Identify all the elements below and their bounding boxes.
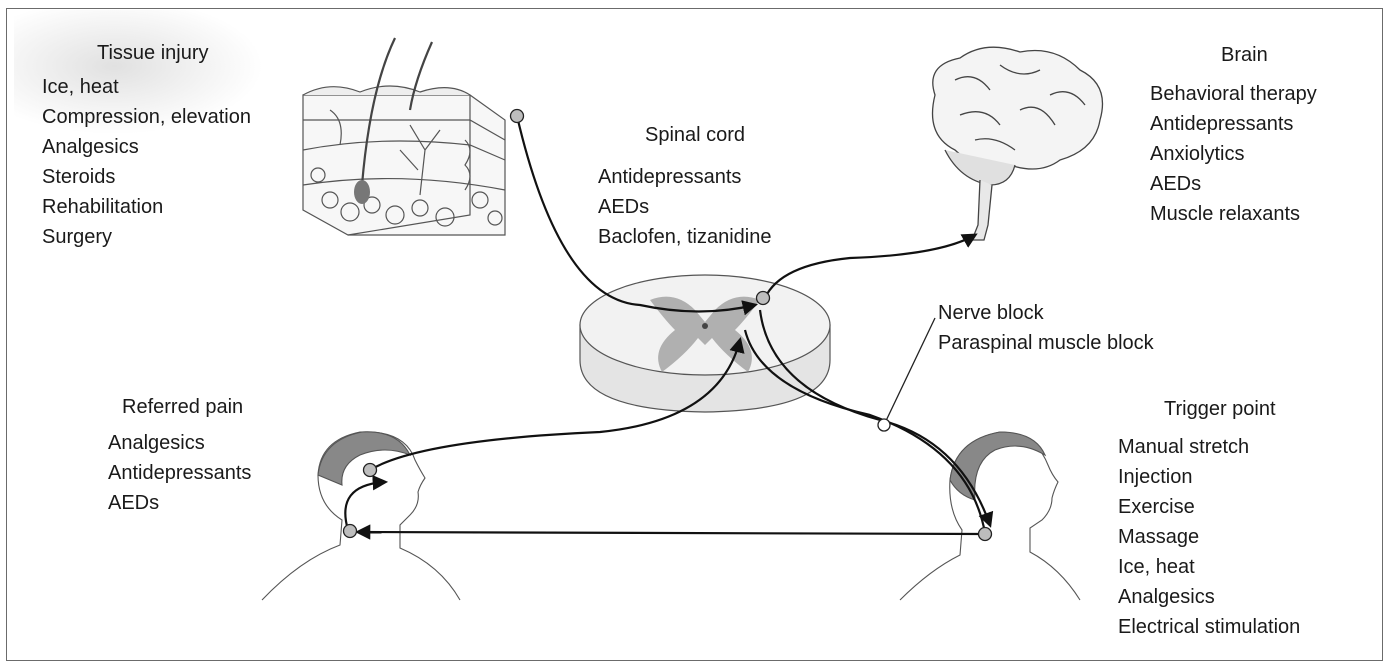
list-item: Rehabilitation bbox=[42, 192, 251, 222]
list-item: Injection bbox=[1118, 462, 1300, 492]
tissue-node bbox=[511, 110, 524, 123]
list-item: Exercise bbox=[1118, 492, 1300, 522]
list-item: Ice, heat bbox=[1118, 552, 1300, 582]
cord-to-brain-pathway bbox=[765, 235, 975, 298]
trigger-to-referred-pathway bbox=[358, 532, 983, 534]
list-item: Massage bbox=[1118, 522, 1300, 552]
list-item: Muscle relaxants bbox=[1150, 199, 1317, 229]
list-item: Antidepressants bbox=[108, 458, 251, 488]
nerve-block-list: Nerve block Paraspinal muscle block bbox=[938, 298, 1154, 358]
spinal-cord-title: Spinal cord bbox=[645, 120, 745, 150]
list-item: Analgesics bbox=[108, 428, 251, 458]
trigger-point-node bbox=[979, 528, 992, 541]
list-item: Surgery bbox=[42, 222, 251, 252]
tissue-injury-title: Tissue injury bbox=[97, 38, 209, 68]
referred-head-node bbox=[364, 464, 377, 477]
brain-list: Behavioral therapy Antidepressants Anxio… bbox=[1150, 79, 1317, 229]
referred-pain-list: Analgesics Antidepressants AEDs bbox=[108, 428, 251, 518]
referred-neck-node bbox=[344, 525, 357, 538]
list-item: Behavioral therapy bbox=[1150, 79, 1317, 109]
list-item: AEDs bbox=[598, 192, 771, 222]
referred-pain-title: Referred pain bbox=[122, 392, 243, 422]
list-item: Paraspinal muscle block bbox=[938, 328, 1154, 358]
list-item: Baclofen, tizanidine bbox=[598, 222, 771, 252]
spinal-cord-node bbox=[757, 292, 770, 305]
list-item: Ice, heat bbox=[42, 72, 251, 102]
list-item: Antidepressants bbox=[1150, 109, 1317, 139]
nerve-block-pointer bbox=[884, 318, 935, 425]
trigger-point-title: Trigger point bbox=[1164, 394, 1276, 424]
left-head-illustration bbox=[262, 432, 460, 600]
list-item: Anxiolytics bbox=[1150, 139, 1317, 169]
spinal-cord-illustration bbox=[580, 275, 830, 412]
hair-follicle bbox=[354, 180, 370, 204]
trigger-point-list: Manual stretch Injection Exercise Massag… bbox=[1118, 432, 1300, 642]
referred-arrow bbox=[345, 482, 385, 530]
tissue-injury-list: Ice, heat Compression, elevation Analges… bbox=[42, 72, 251, 252]
list-item: Electrical stimulation bbox=[1118, 612, 1300, 642]
list-item: AEDs bbox=[1150, 169, 1317, 199]
list-item: Nerve block bbox=[938, 298, 1154, 328]
list-item: Manual stretch bbox=[1118, 432, 1300, 462]
right-head-illustration bbox=[900, 432, 1080, 600]
list-item: Antidepressants bbox=[598, 162, 771, 192]
list-item: Compression, elevation bbox=[42, 102, 251, 132]
list-item: AEDs bbox=[108, 488, 251, 518]
brain-illustration bbox=[933, 47, 1103, 240]
skin-tissue-illustration bbox=[303, 86, 505, 235]
list-item: Analgesics bbox=[42, 132, 251, 162]
brain-title: Brain bbox=[1221, 40, 1268, 70]
list-item: Steroids bbox=[42, 162, 251, 192]
spinal-cord-list: Antidepressants AEDs Baclofen, tizanidin… bbox=[598, 162, 771, 252]
list-item: Analgesics bbox=[1118, 582, 1300, 612]
nerve-block-node bbox=[878, 419, 890, 431]
